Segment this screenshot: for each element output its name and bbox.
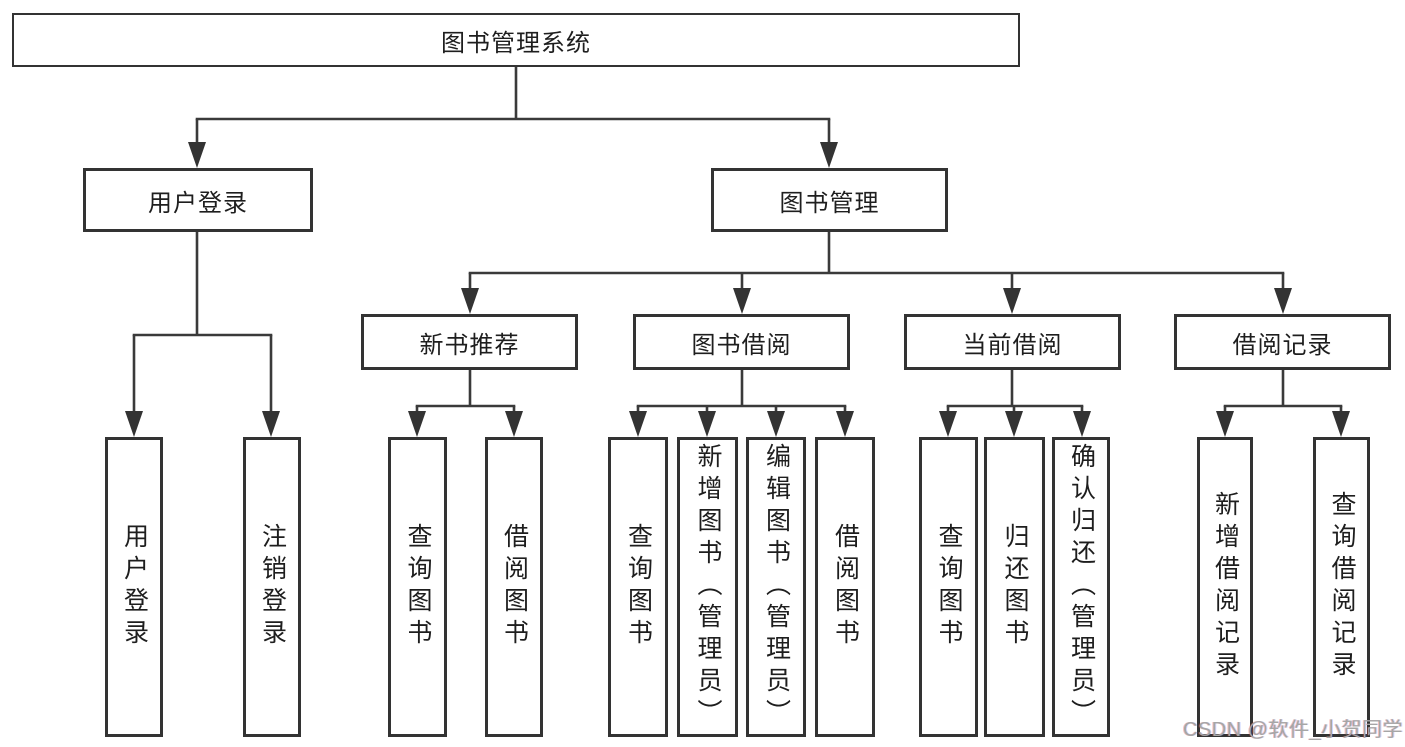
- node-borrow-record: 借阅记录: [1174, 314, 1391, 370]
- node-current-borrow: 当前借阅: [904, 314, 1121, 370]
- connector-newbookrec-to-leaves: [408, 370, 523, 437]
- leaf-cb-confirm-return-label: 确认归还（管理员）: [1067, 443, 1096, 731]
- leaf-bb-query-book-label: 查询图书: [624, 523, 653, 651]
- node-root-system-label: 图书管理系统: [441, 29, 591, 57]
- leaf-cb-return-book: 归还图书: [984, 437, 1045, 737]
- connector-userlogin-to-leaves: [125, 232, 280, 437]
- leaf-br-query-record-label: 查询借阅记录: [1328, 491, 1356, 683]
- node-book-mgmt-branch-label: 图书管理: [779, 189, 880, 217]
- leaf-bb-add-book: 新增图书（管理员）: [677, 437, 738, 737]
- leaf-bb-add-book-label: 新增图书（管理员）: [694, 443, 722, 731]
- leaf-user-login: 用户登录: [105, 437, 163, 737]
- node-book-borrow: 图书借阅: [633, 314, 850, 370]
- leaf-bb-borrow-book-label: 借阅图书: [831, 523, 860, 651]
- node-book-borrow-label: 图书借阅: [691, 331, 792, 359]
- leaf-bb-query-book: 查询图书: [608, 437, 668, 737]
- leaf-bb-edit-book-label: 编辑图书（管理员）: [762, 443, 791, 731]
- node-new-book-rec-label: 新书推荐: [419, 331, 520, 359]
- node-user-login-branch-label: 用户登录: [148, 189, 248, 217]
- node-current-borrow-label: 当前借阅: [962, 331, 1063, 359]
- leaf-cb-return-book-label: 归还图书: [1001, 523, 1029, 651]
- leaf-nbr-borrow-book-label: 借阅图书: [500, 523, 529, 651]
- leaf-cb-query-book-label: 查询图书: [935, 523, 963, 651]
- node-user-login-branch: 用户登录: [83, 168, 313, 232]
- connector-borrowrecord-to-leaves: [1216, 370, 1350, 437]
- connector-bookmgmt-to-modules: [461, 232, 1292, 314]
- leaf-cb-confirm-return: 确认归还（管理员）: [1052, 437, 1110, 737]
- leaf-br-add-record: 新增借阅记录: [1197, 437, 1253, 737]
- leaf-nbr-query-book-label: 查询图书: [404, 523, 432, 651]
- leaf-nbr-borrow-book: 借阅图书: [485, 437, 543, 737]
- node-borrow-record-label: 借阅记录: [1232, 331, 1333, 359]
- connector-bookborrow-to-leaves: [629, 370, 854, 437]
- leaf-bb-edit-book: 编辑图书（管理员）: [746, 437, 806, 737]
- leaf-cb-query-book: 查询图书: [919, 437, 978, 737]
- node-book-mgmt-branch: 图书管理: [711, 168, 948, 232]
- connector-root-to-branches: [188, 67, 838, 168]
- leaf-nbr-query-book: 查询图书: [388, 437, 447, 737]
- connector-currentborrow-to-leaves: [939, 370, 1091, 437]
- leaf-br-query-record: 查询借阅记录: [1313, 437, 1370, 737]
- leaf-bb-borrow-book: 借阅图书: [815, 437, 875, 737]
- node-new-book-rec: 新书推荐: [361, 314, 578, 370]
- leaf-logout: 注销登录: [243, 437, 301, 737]
- leaf-br-add-record-label: 新增借阅记录: [1211, 491, 1240, 683]
- csdn-watermark: CSDN @软件_小贺同学: [1183, 719, 1404, 741]
- leaf-user-login-label: 用户登录: [120, 523, 149, 651]
- leaf-logout-label: 注销登录: [258, 523, 287, 651]
- node-root-system: 图书管理系统: [12, 13, 1020, 67]
